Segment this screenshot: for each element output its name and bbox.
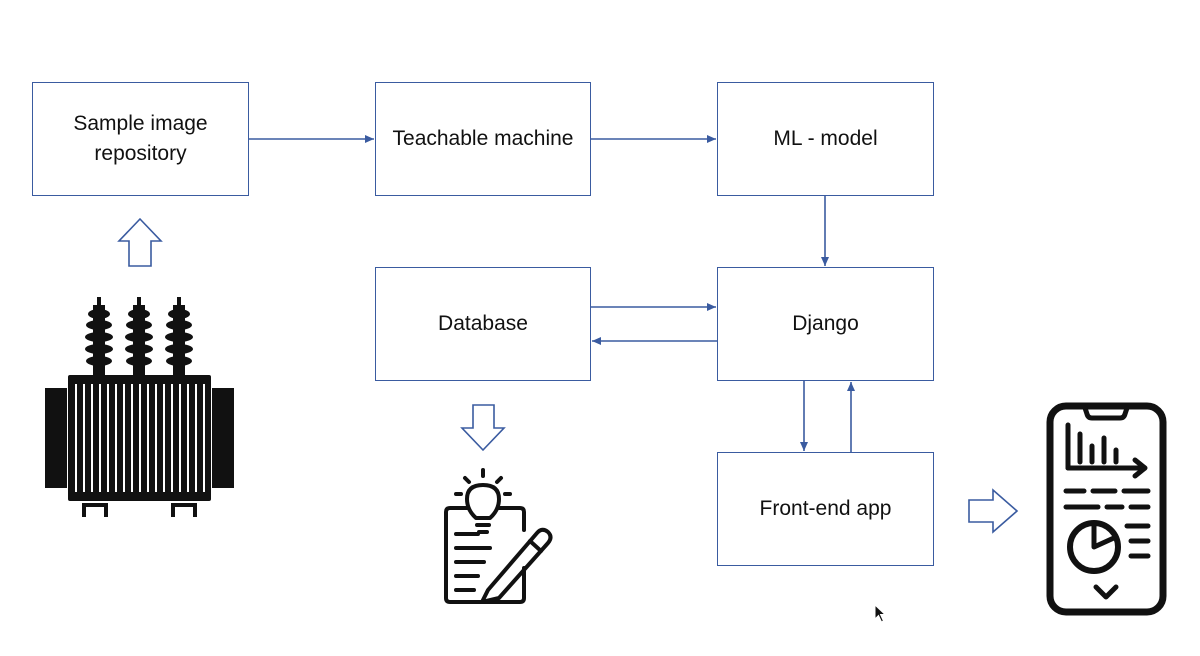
hollow-arrow-up-icon bbox=[117, 217, 163, 267]
node-django: Django bbox=[717, 267, 934, 381]
node-label: Database bbox=[438, 312, 528, 335]
node-label: Front-end app bbox=[759, 497, 892, 520]
node-sample-image-repository: Sample image repository bbox=[32, 82, 249, 196]
mouse-cursor-icon bbox=[874, 604, 887, 623]
node-label: Django bbox=[792, 312, 859, 335]
node-label: ML - model bbox=[773, 127, 878, 150]
node-front-end-app: Front-end app bbox=[717, 452, 934, 566]
node-database: Database bbox=[375, 267, 591, 381]
hollow-arrow-right-icon bbox=[968, 488, 1019, 534]
hollow-arrow-down-icon bbox=[460, 404, 506, 452]
node-label: Sample image repository bbox=[73, 112, 208, 165]
node-label: Teachable machine bbox=[392, 127, 574, 150]
idea-report-icon bbox=[444, 468, 553, 604]
node-ml-model: ML - model bbox=[717, 82, 934, 196]
transformer-icon bbox=[45, 297, 234, 517]
phone-dashboard-icon bbox=[1046, 402, 1167, 616]
node-teachable-machine: Teachable machine bbox=[375, 82, 591, 196]
